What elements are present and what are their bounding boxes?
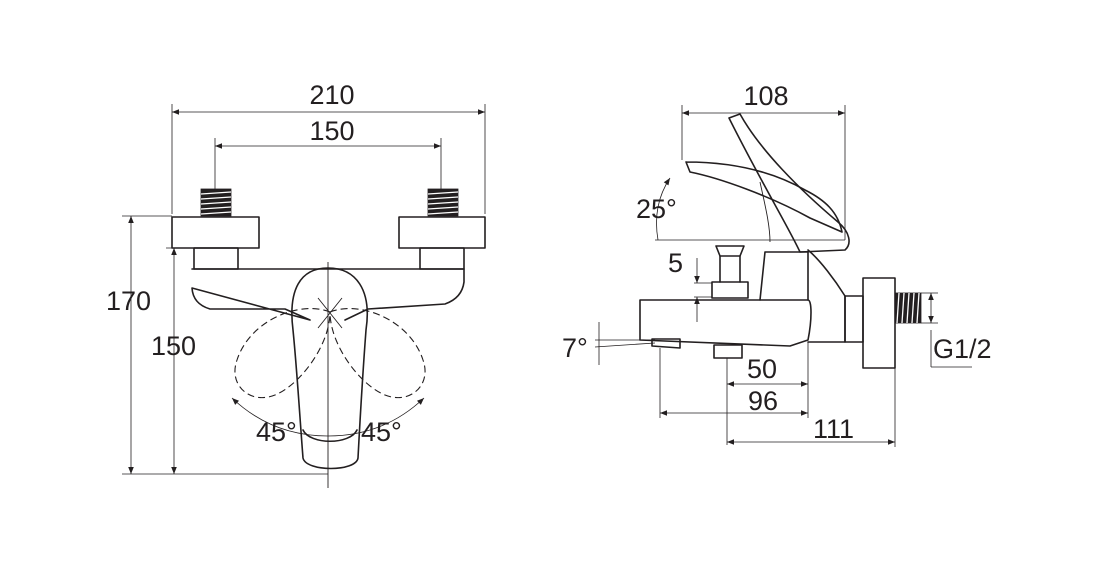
dimension-111: 111 xyxy=(727,368,896,447)
dim-50-label: 50 xyxy=(747,354,777,384)
dim-96-label: 96 xyxy=(748,386,778,416)
mixer-body xyxy=(191,268,465,321)
dimension-170: 170 xyxy=(106,215,328,475)
wall-flange xyxy=(862,277,896,369)
handle-right-position xyxy=(329,308,426,399)
dimension-150-width: 150 xyxy=(214,116,442,190)
angle-right-label: 45° xyxy=(361,417,402,447)
side-lever-raised xyxy=(728,113,850,253)
left-thread xyxy=(200,188,232,217)
front-handle xyxy=(291,267,368,470)
diverter-knob xyxy=(711,245,749,299)
cartridge-housing xyxy=(759,251,809,301)
dimension-210: 210 xyxy=(171,80,486,214)
dim-108-label: 108 xyxy=(743,81,788,111)
handle-left-position xyxy=(234,308,331,399)
right-thread xyxy=(427,188,459,217)
dim-150-height-label: 150 xyxy=(151,331,196,361)
dim-210-label: 210 xyxy=(309,80,354,110)
right-connector xyxy=(419,247,465,270)
side-view: 108 25° 5 xyxy=(562,81,992,447)
dimension-108: 108 xyxy=(681,81,846,240)
dim-170-label: 170 xyxy=(106,286,151,316)
front-view: 210 150 xyxy=(106,80,486,488)
spout-body xyxy=(639,299,812,347)
dim-150-width-label: 150 xyxy=(309,116,354,146)
thread-size-label: G1/2 xyxy=(933,334,992,364)
wall-nut xyxy=(844,295,864,343)
angle-25-label: 25° xyxy=(636,194,677,224)
shower-outlet xyxy=(713,344,743,359)
spout-aerator xyxy=(651,338,681,349)
dim-111-label: 111 xyxy=(813,414,854,444)
side-lever xyxy=(685,161,843,233)
angle-left-label: 45° xyxy=(256,417,297,447)
angle-7-label: 7° xyxy=(562,333,588,363)
dim-5-label: 5 xyxy=(668,248,683,278)
inlet-thread xyxy=(894,292,922,324)
right-flange xyxy=(398,216,486,249)
left-connector xyxy=(193,247,239,270)
left-flange xyxy=(171,216,260,249)
dimension-150-height: 150 xyxy=(151,247,196,474)
dimension-50: 50 xyxy=(726,342,809,445)
dimension-96: 96 xyxy=(659,348,809,418)
